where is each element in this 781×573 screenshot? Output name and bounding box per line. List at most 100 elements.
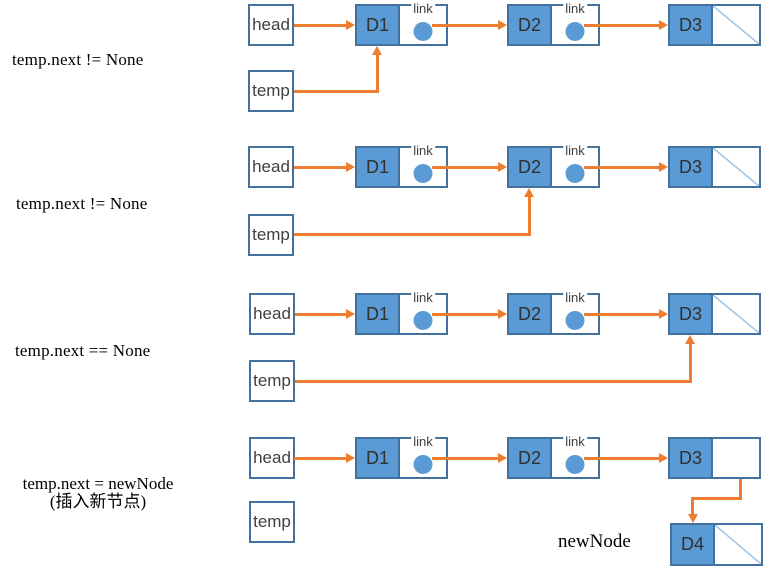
arrow-d1-to-d2 xyxy=(432,24,498,27)
arrowhead-icon xyxy=(346,20,355,30)
node-d3: D3 xyxy=(668,146,761,188)
node-data-cell: D1 xyxy=(355,146,400,188)
arrow-d2-to-d3 xyxy=(584,313,659,316)
null-slash-icon xyxy=(713,295,759,333)
node-data-cell: D3 xyxy=(668,437,713,479)
arrowhead-icon xyxy=(685,335,695,344)
arrow-d3-to-newnode xyxy=(691,497,742,500)
link-label: link xyxy=(411,290,435,305)
node-link-cell xyxy=(713,437,761,479)
arrow-d2-to-d3 xyxy=(584,24,659,27)
row-caption: temp.next = newNode (插入新节点) xyxy=(10,475,186,511)
arrowhead-icon xyxy=(659,162,668,172)
node-data-cell: D1 xyxy=(355,437,400,479)
temp-box-label: temp xyxy=(252,225,290,244)
node-link-cell xyxy=(713,293,761,335)
row-caption: temp.next != None xyxy=(12,50,144,69)
arrow-d1-to-d2 xyxy=(432,313,498,316)
arrowhead-icon xyxy=(498,453,507,463)
temp-box: temp xyxy=(249,501,295,543)
arrow-temp-to-d3 xyxy=(689,344,692,382)
arrow-temp-to-d1 xyxy=(294,90,379,93)
row-caption: temp.next == None xyxy=(15,341,151,360)
node-d1: D1 link xyxy=(355,143,448,188)
head-box: head xyxy=(248,4,294,46)
link-label: link xyxy=(411,1,435,16)
node-data-cell: D3 xyxy=(668,4,713,46)
pointer-dot-icon xyxy=(413,311,433,330)
pointer-dot-icon xyxy=(413,164,433,183)
node-data-cell: D3 xyxy=(668,146,713,188)
pointer-dot-icon xyxy=(565,455,585,474)
node-data-cell: D4 xyxy=(670,523,715,566)
arrow-head-to-d1 xyxy=(294,24,346,27)
arrow-d3-to-newnode xyxy=(739,479,742,500)
node-link-cell xyxy=(713,4,761,46)
node-link-cell xyxy=(715,523,763,566)
temp-box-label: temp xyxy=(253,371,291,390)
arrow-temp-to-d1 xyxy=(376,55,379,92)
arrow-head-to-d1 xyxy=(294,457,346,460)
pointer-dot-icon xyxy=(413,455,433,474)
node-data-cell: D1 xyxy=(355,4,400,46)
arrowhead-icon xyxy=(498,309,507,319)
head-box-label: head xyxy=(253,448,291,467)
arrow-head-to-d1 xyxy=(295,313,346,316)
temp-box-label: temp xyxy=(253,512,291,531)
link-label: link xyxy=(563,143,587,158)
null-slash-icon xyxy=(713,6,759,44)
pointer-dot-icon xyxy=(565,164,585,183)
node-data-cell: D2 xyxy=(507,146,552,188)
link-label: link xyxy=(563,290,587,305)
head-box-label: head xyxy=(252,15,290,34)
pointer-dot-icon xyxy=(565,311,585,330)
head-box: head xyxy=(249,437,295,479)
arrowhead-icon xyxy=(498,20,507,30)
arrowhead-icon xyxy=(498,162,507,172)
node-link-cell xyxy=(713,146,761,188)
arrow-d3-to-newnode xyxy=(691,497,694,514)
arrow-temp-to-d2 xyxy=(294,233,531,236)
node-data-cell: D2 xyxy=(507,293,552,335)
arrow-d1-to-d2 xyxy=(432,166,498,169)
arrow-d2-to-d3 xyxy=(584,166,659,169)
arrowhead-icon xyxy=(659,20,668,30)
arrowhead-icon xyxy=(659,309,668,319)
arrowhead-icon xyxy=(659,453,668,463)
arrowhead-icon xyxy=(346,162,355,172)
temp-box: temp xyxy=(248,70,294,112)
arrowhead-icon xyxy=(688,514,698,523)
node-data-cell: D3 xyxy=(668,293,713,335)
node-d4: D4 xyxy=(670,523,763,566)
row-caption-line1: temp.next = newNode xyxy=(22,474,174,493)
head-box-label: head xyxy=(252,157,290,176)
node-link-cell: link xyxy=(400,434,448,479)
arrowhead-icon xyxy=(346,309,355,319)
node-data-cell: D1 xyxy=(355,293,400,335)
head-box: head xyxy=(249,293,295,335)
link-label: link xyxy=(563,434,587,449)
arrowhead-icon xyxy=(524,188,534,197)
row-caption-line2: (插入新节点) xyxy=(49,492,147,511)
node-d3: D3 xyxy=(668,293,761,335)
null-slash-icon xyxy=(715,525,761,564)
link-label: link xyxy=(411,143,435,158)
arrow-temp-to-d2 xyxy=(528,197,531,235)
pointer-dot-icon xyxy=(413,22,433,41)
head-box-label: head xyxy=(253,304,291,323)
arrow-d1-to-d2 xyxy=(432,457,498,460)
node-d3: D3 xyxy=(668,437,761,479)
null-slash-icon xyxy=(713,148,759,186)
link-label: link xyxy=(411,434,435,449)
arrow-head-to-d1 xyxy=(294,166,346,169)
node-d1: D1 link xyxy=(355,434,448,479)
row-caption: temp.next != None xyxy=(16,194,148,213)
node-link-cell: link xyxy=(400,143,448,188)
arrowhead-icon xyxy=(372,46,382,55)
pointer-dot-icon xyxy=(565,22,585,41)
node-data-cell: D2 xyxy=(507,437,552,479)
node-d1: D1 link xyxy=(355,290,448,335)
node-data-cell: D2 xyxy=(507,4,552,46)
head-box: head xyxy=(248,146,294,188)
